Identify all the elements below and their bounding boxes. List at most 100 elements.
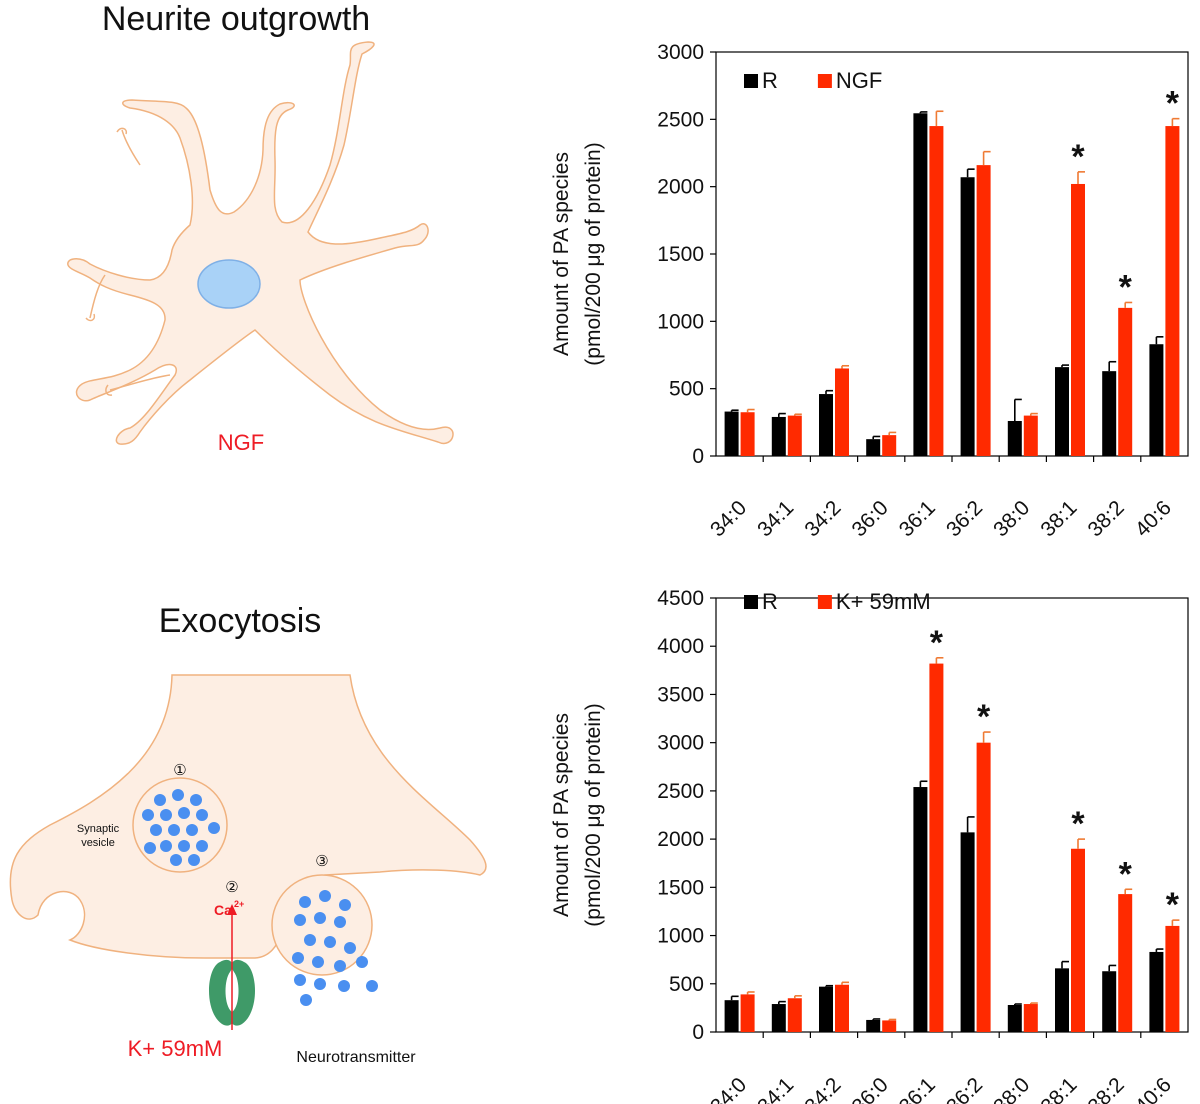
- y-tick-label: 1500: [657, 243, 704, 266]
- bar-treatment-38:2: [1118, 894, 1133, 1032]
- neurotransmitter-dot: [334, 960, 346, 972]
- y-tick-label: 4500: [657, 587, 704, 610]
- x-tick-label-36:1: 36:1: [895, 496, 940, 541]
- legend-swatch: [744, 74, 758, 88]
- vesicle-dot: [160, 840, 172, 852]
- legend-label: NGF: [836, 68, 882, 93]
- legend-swatch: [817, 74, 832, 88]
- y-tick-label: 1000: [657, 310, 704, 333]
- bar-treatment-36:0: [882, 435, 897, 456]
- y-tick-label: 500: [669, 973, 704, 996]
- released-transmitter-dots: [292, 890, 378, 1006]
- bar-treatment-36:1: [929, 126, 944, 457]
- bar-control-34:0: [724, 411, 739, 456]
- k-stimulus-label: K+ 59mM: [128, 1036, 223, 1061]
- bar-treatment-34:1: [787, 415, 802, 456]
- x-tick-label-38:0: 38:0: [989, 1073, 1034, 1104]
- vesicle-dot: [170, 854, 182, 866]
- vesicle-dot: [144, 842, 156, 854]
- vesicle-dot: [150, 824, 162, 836]
- bar-treatment-38:0: [1023, 1004, 1038, 1032]
- calcium-influx-arrow-head: [227, 904, 237, 915]
- neurotransmitter-dot: [304, 934, 316, 946]
- neurotransmitter-dot: [356, 956, 368, 968]
- bar-treatment-34:2: [835, 984, 849, 1032]
- bar-control-38:1: [1055, 968, 1069, 1032]
- x-tick-label-34:1: 34:1: [753, 1073, 798, 1104]
- vesicle-dot: [154, 794, 166, 806]
- significance-marker: *: [1071, 805, 1085, 843]
- x-tick-label-36:1: 36:1: [895, 1073, 940, 1104]
- neurotransmitter-dot: [334, 916, 346, 928]
- nucleus: [197, 259, 261, 309]
- x-tick-label-34:2: 34:2: [800, 1073, 845, 1104]
- y-tick-label: 2500: [657, 108, 704, 131]
- calcium-charge: 2+: [234, 899, 244, 909]
- x-tick-label-38:2: 38:2: [1084, 1073, 1129, 1104]
- neurotransmitter-dot: [314, 912, 326, 924]
- channel-right-subunit: [230, 959, 255, 1026]
- y-tick-label: 2000: [657, 176, 704, 199]
- significance-marker: *: [1166, 85, 1180, 123]
- bar-treatment-38:2: [1118, 307, 1133, 456]
- y-tick-label: 3000: [657, 732, 704, 755]
- y-tick-label: 1000: [657, 925, 704, 948]
- vesicle-label-line1: Synaptic: [77, 823, 120, 835]
- x-tick-label-34:0: 34:0: [706, 496, 751, 541]
- significance-marker: *: [1119, 268, 1133, 306]
- vesicle-dot: [196, 840, 208, 852]
- y-tick-label: 4000: [657, 635, 704, 658]
- plot-frame: [715, 597, 1189, 1033]
- y-axis-label-line1: Amount of PA species: [550, 152, 573, 356]
- bar-control-40:6: [1149, 344, 1164, 456]
- y-tick-label: 3500: [657, 683, 704, 706]
- bar-control-38:2: [1102, 971, 1117, 1032]
- bar-treatment-34:2: [835, 368, 849, 456]
- calcium-label: Ca: [214, 902, 232, 918]
- chart-k: 050010001500200025003000350040004500Amou…: [550, 587, 1189, 1104]
- bar-control-36:0: [866, 1019, 881, 1032]
- x-tick-label-36:2: 36:2: [942, 1073, 987, 1104]
- x-tick-label-38:1: 38:1: [1036, 496, 1081, 541]
- plot-frame: [715, 51, 1189, 457]
- neurotransmitter-dot: [299, 896, 311, 908]
- bar-control-38:1: [1055, 367, 1069, 456]
- x-tick-label-38:1: 38:1: [1036, 1073, 1081, 1104]
- bar-control-34:1: [771, 1004, 786, 1032]
- bar-control-36:2: [960, 177, 975, 457]
- y-tick-label: 2500: [657, 780, 704, 803]
- neurotransmitter-dot: [314, 978, 326, 990]
- y-tick-label: 3000: [657, 41, 704, 64]
- bar-treatment-36:2: [976, 165, 991, 456]
- x-tick-label-36:0: 36:0: [848, 1073, 893, 1104]
- y-tick-label: 0: [692, 445, 704, 468]
- y-axis-label-line2: (pmol/200 μg of protein): [582, 703, 605, 926]
- bar-control-36:2: [960, 832, 975, 1032]
- y-tick-label: 1500: [657, 876, 704, 899]
- step-3-marker: ③: [315, 853, 328, 870]
- bar-treatment-36:2: [976, 742, 991, 1032]
- bar-treatment-38:1: [1071, 183, 1085, 456]
- y-tick-label: 0: [692, 1021, 704, 1044]
- vesicle-dot: [160, 809, 172, 821]
- vesicle-label-line2: vesicle: [81, 837, 115, 849]
- bar-control-34:0: [724, 1000, 739, 1032]
- x-tick-label-38:2: 38:2: [1084, 496, 1129, 541]
- significance-marker: *: [1071, 138, 1085, 176]
- x-tick-label-34:2: 34:2: [800, 496, 845, 541]
- significance-marker: *: [1119, 855, 1133, 893]
- y-tick-label: 2000: [657, 828, 704, 851]
- neurite-branch: [116, 127, 141, 166]
- neurotransmitter-dot: [294, 914, 306, 926]
- vesicle-dots: [142, 789, 220, 866]
- vesicle-dot: [178, 840, 190, 852]
- vesicle-dot: [196, 809, 208, 821]
- bar-treatment-34:0: [740, 412, 755, 456]
- neurotransmitter-dot: [338, 980, 350, 992]
- channel-left-subunit: [209, 959, 234, 1026]
- neuron-illustration: [67, 41, 454, 445]
- bar-control-34:2: [819, 394, 833, 456]
- neurotransmitter-dot: [366, 980, 378, 992]
- y-tick-label: 500: [669, 378, 704, 401]
